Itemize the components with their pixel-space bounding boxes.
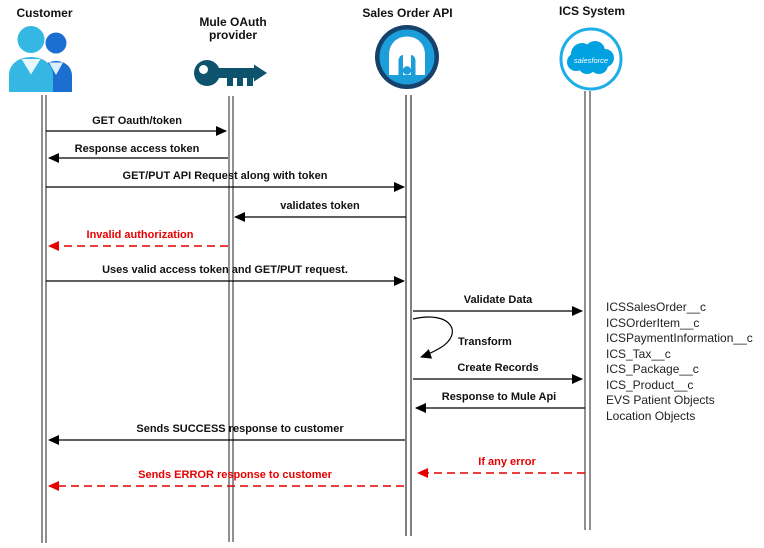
actor-label-customer: Customer (16, 6, 73, 20)
lifeline-customer (41, 95, 47, 543)
message-label-if-any-error: If any error (478, 456, 536, 468)
message-label-uses-valid-token: Uses valid access token and GET/PUT requ… (102, 264, 348, 276)
ics-object-item: ICS_Product__c (606, 377, 694, 392)
actor-label-mule-oauth: Mule OAuth provider (199, 15, 267, 42)
message-label-getput-api-request: GET/PUT API Request along with token (122, 170, 328, 182)
message-label-get-oauth-token: GET Oauth/token (92, 115, 182, 127)
mulesoft-logo (375, 25, 439, 89)
ics-object-item: ICSSalesOrder__c (606, 300, 707, 314)
message-label-sends-error-response: Sends ERROR response to customer (138, 469, 332, 481)
lifeline-sales-order-api (405, 95, 412, 536)
salesforce-logo: salesforce (559, 27, 623, 91)
message-label-transform: Transform (458, 336, 512, 348)
message-label-sends-success-response: Sends SUCCESS response to customer (136, 423, 344, 435)
ics-object-item: ICSPaymentInformation__c (606, 331, 753, 345)
key-icon (194, 60, 267, 86)
message-label-invalid-authorization: Invalid authorization (86, 229, 194, 241)
ics-object-item: ICSOrderItem__c (606, 315, 700, 330)
actor-label-sales-order-api: Sales Order API (362, 6, 453, 20)
lifeline-mule-oauth (228, 96, 234, 542)
message-label-validate-data: Validate Data (463, 294, 533, 306)
message-label-response-to-mule-api: Response to Mule Api (441, 391, 557, 403)
ics-objects-list: ICSSalesOrder__c ICSOrderItem__c ICSPaym… (606, 300, 762, 424)
actor-label-ics-system: ICS System (558, 4, 626, 18)
message-label-response-access-token: Response access token (74, 143, 200, 155)
message-label-validates-token: validates token (280, 200, 360, 212)
ics-object-item: ICS_Package__c (606, 362, 699, 376)
arrow-transform-self-loop (412, 316, 453, 359)
ics-object-item: ICS_Tax__c (606, 346, 671, 361)
salesforce-wordmark: salesforce (574, 56, 608, 65)
message-label-create-records: Create Records (457, 362, 539, 374)
ics-object-item: Location Objects (606, 408, 696, 423)
users-icon (9, 26, 72, 92)
lifeline-ics-system (584, 91, 591, 530)
ics-object-item: EVS Patient Objects (606, 393, 715, 407)
